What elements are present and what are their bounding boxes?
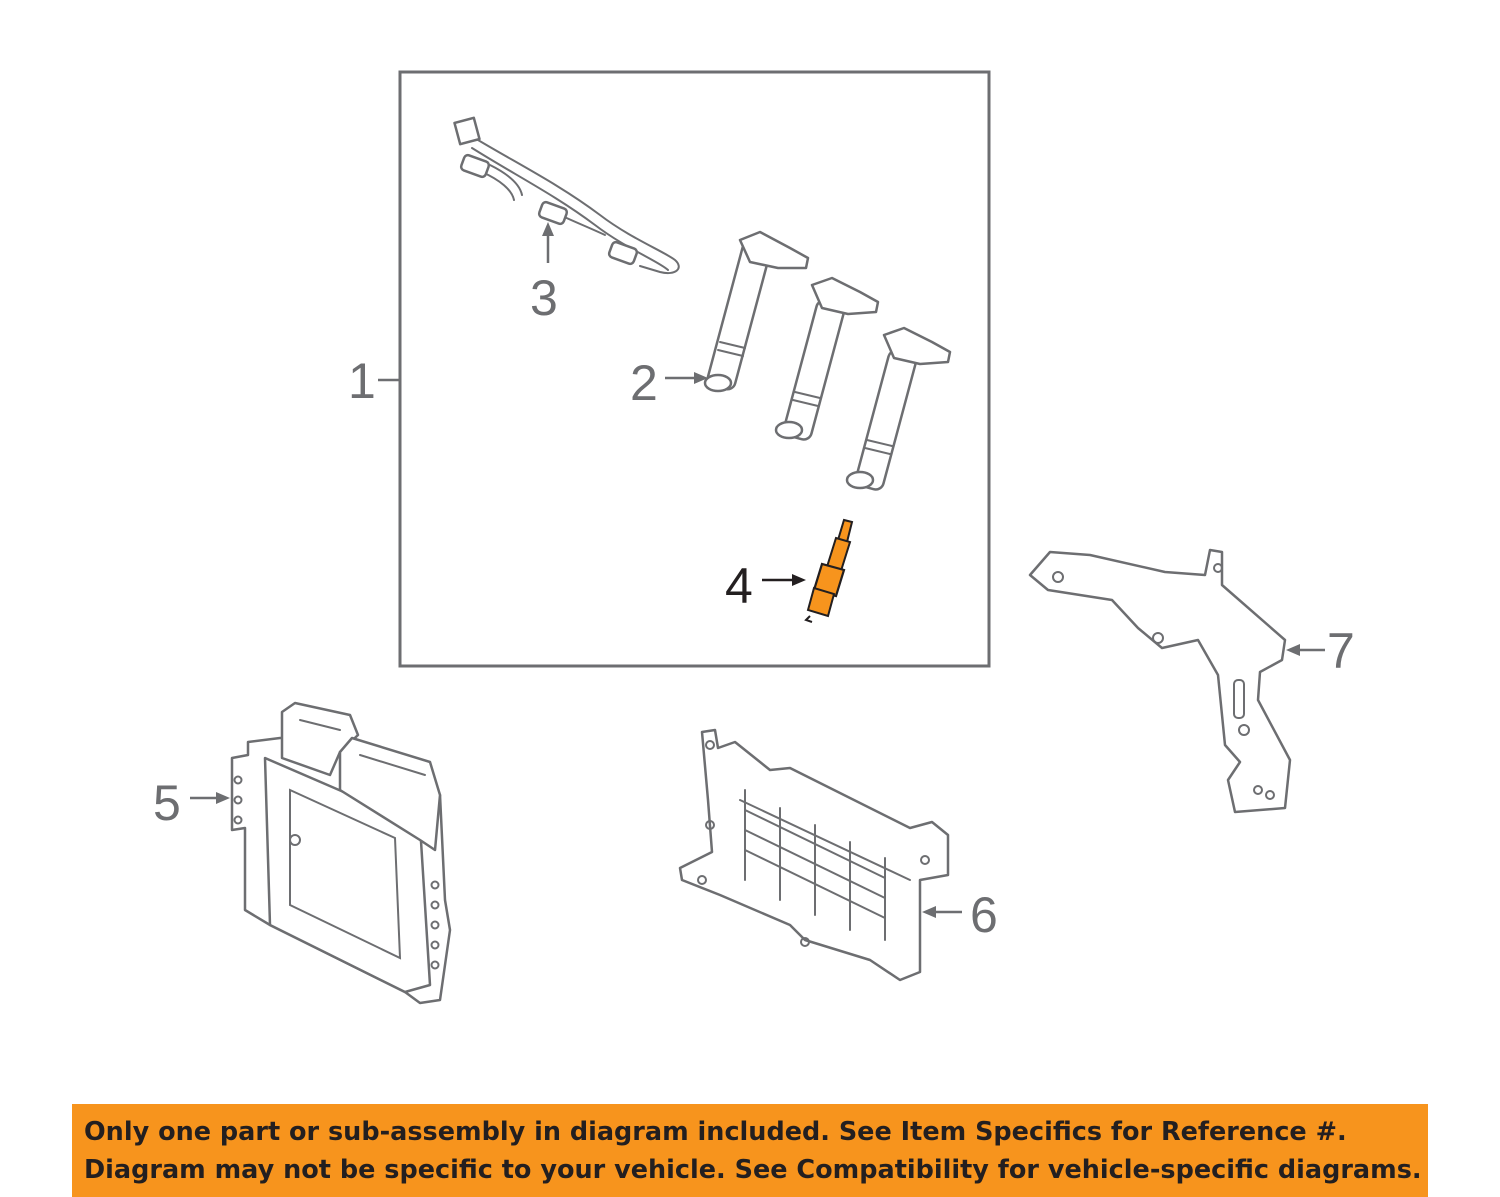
callout-7[interactable]: 7: [1327, 623, 1355, 679]
disclaimer-line-1: Only one part or sub-assembly in diagram…: [84, 1117, 1347, 1147]
mounting-bracket[interactable]: [1028, 548, 1292, 814]
disclaimer-line-2: Diagram may not be specific to your vehi…: [84, 1155, 1422, 1185]
callout-6-arrowhead: [922, 906, 936, 918]
callout-2[interactable]: 2: [630, 355, 658, 411]
callout-5-arrowhead: [216, 792, 230, 804]
engine-control-module[interactable]: [230, 701, 452, 1005]
ignition-coil-3[interactable]: [845, 326, 952, 491]
wiring-harness[interactable]: [453, 116, 680, 274]
disclaimer-banner: Only one part or sub-assembly in diagram…: [72, 1104, 1428, 1197]
callout-1[interactable]: 1: [348, 353, 376, 409]
ignition-coil-2[interactable]: [774, 276, 880, 441]
callout-6[interactable]: 6: [970, 887, 998, 943]
ecm-bracket[interactable]: [678, 728, 950, 982]
callout-3[interactable]: 3: [530, 270, 558, 326]
callout-7-arrowhead: [1286, 644, 1300, 656]
spark-plug[interactable]: [804, 518, 854, 623]
callout-5[interactable]: 5: [153, 775, 181, 831]
ignition-coil-1[interactable]: [703, 230, 810, 393]
callout-2-arrowhead: [694, 372, 708, 384]
assembly-box: [398, 70, 991, 668]
callout-3-arrowhead: [542, 222, 554, 236]
parts-diagram: 1 3 2: [153, 70, 1355, 1005]
callout-4[interactable]: 4: [725, 558, 753, 614]
callout-4-arrowhead: [792, 574, 806, 586]
